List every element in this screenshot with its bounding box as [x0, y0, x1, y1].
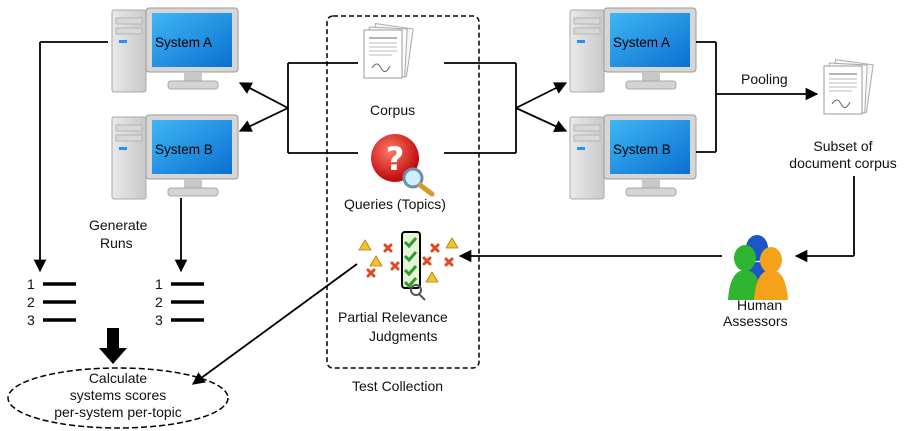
judgments-label-line1: Partial Relevance: [338, 309, 448, 325]
generate-runs-label-line1: Generate: [89, 217, 148, 233]
subset-label-line2: document corpus: [789, 155, 897, 171]
assessors-label-line1: Human: [737, 297, 783, 313]
system-a-label: System A: [613, 35, 671, 50]
run-rank-1: 1: [27, 276, 35, 292]
computer-icon: [569, 7, 697, 93]
run-rank-3: 3: [155, 312, 163, 328]
generate-runs-label-line2: Runs: [100, 235, 133, 251]
test-collection-box: [326, 15, 480, 369]
run-rank-2: 2: [27, 294, 35, 310]
assessors-label-line2: Assessors: [723, 313, 788, 329]
document-stack-icon: [363, 22, 414, 79]
system-b-label: System B: [155, 142, 213, 157]
pooling-label: Pooling: [741, 71, 788, 87]
run-rank-3: 3: [27, 312, 35, 328]
human-assessors-icon: [728, 235, 788, 300]
queries-label: Queries (Topics): [344, 196, 446, 212]
subset-label-line1: Subset of: [813, 138, 873, 154]
document-stack-icon: [823, 58, 874, 115]
system-a-label: System A: [155, 35, 213, 50]
computer-icon: [569, 114, 697, 200]
svg-text:?: ?: [386, 140, 405, 178]
computer-icon: [111, 114, 239, 200]
computer-icon: [111, 7, 239, 93]
run-rank-1: 1: [155, 276, 163, 292]
scores-label-line1: Calculate: [88, 370, 148, 386]
run-rank-2: 2: [155, 294, 163, 310]
corpus-label: Corpus: [370, 102, 416, 118]
test-collection-label: Test Collection: [352, 378, 444, 394]
system-b-label: System B: [613, 142, 671, 157]
run-list-left: [43, 282, 76, 322]
query-magnifier-icon: ?: [371, 134, 435, 197]
calculate-arrow: [99, 328, 127, 364]
relevance-judgments-icon: [358, 231, 459, 301]
scores-label-line2: systems scores: [69, 387, 167, 403]
judgments-label-line2: Judgments: [369, 328, 438, 344]
run-list-right: [171, 282, 204, 322]
scores-label-line3: per-system per-topic: [54, 404, 182, 420]
scores-ellipse: [7, 367, 229, 429]
